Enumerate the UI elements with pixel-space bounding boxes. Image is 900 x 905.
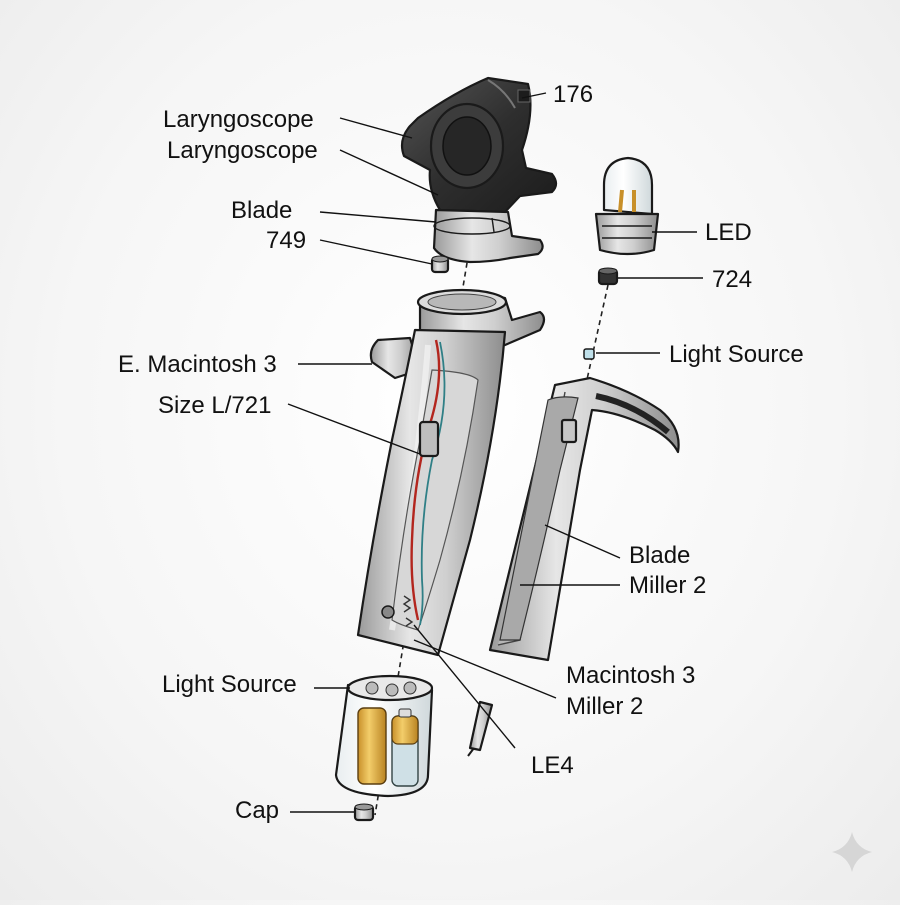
label-blade-top: Blade [231,197,292,224]
ring-724 [597,267,619,286]
blade-collar [432,208,544,264]
sparkle-icon [832,832,872,872]
label-blade-right: Blade [629,542,690,569]
label-176: 176 [553,81,593,108]
pin-le4 [467,700,494,757]
led-bulb [594,156,660,256]
laryngoscope-head [400,76,558,214]
label-light-source-left: Light Source [162,671,297,698]
blade-piece [488,376,680,662]
label-laryngoscope-2: Laryngoscope [167,137,318,164]
label-laryngoscope-1: Laryngoscope [163,106,314,133]
label-724: 724 [712,266,752,293]
cap-part [353,803,375,822]
label-miller-2-bottom: Miller 2 [566,693,643,720]
label-e-macintosh-3: E. Macintosh 3 [118,351,277,378]
ring-749 [430,255,450,274]
label-le4: LE4 [531,752,574,779]
leader-lines [287,92,703,813]
label-light-source-right: Light Source [669,341,804,368]
label-miller-2-right: Miller 2 [629,572,706,599]
label-cap: Cap [235,797,279,824]
label-macintosh-3: Macintosh 3 [566,662,695,689]
label-size-l-721: Size L/721 [158,392,271,419]
battery-canister [334,674,434,798]
light-source-component [583,348,595,360]
label-749: 749 [266,227,306,254]
callout-labels: Laryngoscope Laryngoscope 176 Blade 749 … [118,81,804,824]
label-led: LED [705,219,752,246]
